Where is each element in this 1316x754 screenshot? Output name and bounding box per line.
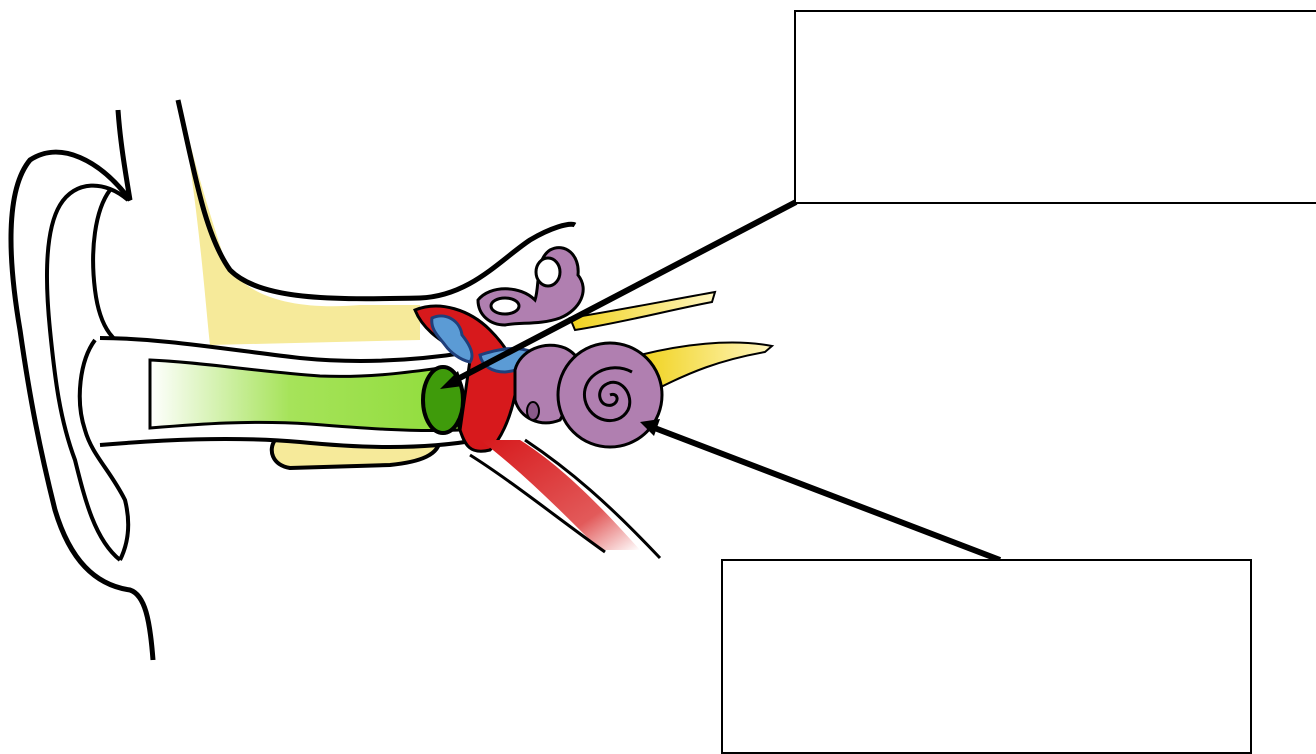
- canal-loop-2: [491, 298, 519, 314]
- pointer-line-bottom: [652, 427, 1000, 560]
- canal-loop-1: [536, 258, 560, 286]
- temporal-bone-upper: [180, 100, 420, 345]
- label-box-bottom[interactable]: [721, 559, 1252, 754]
- head-outline-upper: [178, 100, 575, 299]
- label-box-top[interactable]: [794, 10, 1316, 204]
- eustachian-tube: [480, 440, 640, 550]
- round-window: [527, 402, 539, 420]
- pinna-antihelix: [93, 190, 135, 350]
- semicircular-canals: [478, 248, 583, 325]
